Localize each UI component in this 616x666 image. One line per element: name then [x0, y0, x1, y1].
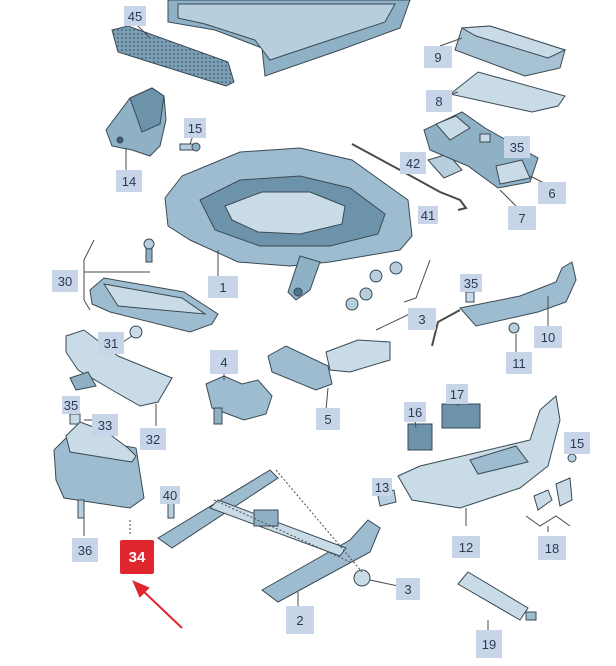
callout-32[interactable]: 32 [140, 428, 166, 450]
callout-3-lower[interactable]: 3 [396, 578, 420, 600]
callout-2[interactable]: 2 [286, 606, 314, 634]
callout-3-upper[interactable]: 3 [408, 308, 436, 330]
callout-8[interactable]: 8 [426, 90, 452, 112]
part-12-side-panel[interactable] [397, 395, 561, 509]
callout-17[interactable]: 17 [446, 384, 468, 404]
callout-45[interactable]: 45 [124, 6, 146, 26]
part-31-nut[interactable] [129, 325, 143, 339]
callout-12[interactable]: 12 [452, 536, 480, 558]
callout-4[interactable]: 4 [210, 350, 238, 374]
callout-31[interactable]: 31 [98, 332, 124, 354]
part-35-clip[interactable] [69, 133, 491, 425]
callout-35[interactable]: 35 [504, 136, 530, 158]
callout-30[interactable]: 30 [52, 270, 78, 292]
part-2-seat-rails[interactable] [157, 469, 381, 603]
callout-36[interactable]: 36 [72, 538, 98, 562]
part-45-seat-cushion[interactable] [111, 0, 411, 87]
callout-16[interactable]: 16 [404, 402, 426, 422]
part-32-trim[interactable] [65, 329, 173, 407]
part-30-plate[interactable] [89, 238, 219, 333]
part-4-motor[interactable] [205, 375, 273, 425]
part-18-knobs[interactable] [533, 477, 573, 511]
callout-10[interactable]: 10 [534, 326, 562, 348]
part-15-screw[interactable] [179, 142, 201, 152]
part-15-screw-right[interactable] [567, 453, 577, 463]
part-36-lower-cover[interactable] [53, 421, 145, 519]
callout-40[interactable]: 40 [160, 486, 180, 504]
callout-41[interactable]: 41 [418, 206, 438, 224]
part-17-switch[interactable] [441, 403, 481, 429]
callout-14[interactable]: 14 [116, 170, 142, 192]
callout-35b[interactable]: 35 [460, 274, 482, 292]
part-11-screw[interactable] [508, 322, 520, 334]
part-16-switch[interactable] [407, 423, 433, 451]
part-42-actuator[interactable] [427, 153, 463, 179]
callout-13[interactable]: 13 [372, 478, 392, 496]
part-8-pad[interactable] [448, 71, 566, 113]
highlight-arrow [132, 580, 183, 629]
callout-19[interactable]: 19 [476, 630, 502, 658]
callout-1[interactable]: 1 [208, 276, 238, 298]
callout-35c[interactable]: 35 [62, 396, 80, 414]
part-5-motor[interactable] [267, 339, 391, 391]
part-14-side-trim[interactable] [105, 87, 167, 157]
part-1-seat-frame[interactable] [164, 147, 413, 301]
callout-11[interactable]: 11 [506, 352, 532, 374]
part-3-fasteners[interactable] [345, 261, 403, 311]
callout-15[interactable]: 15 [184, 118, 206, 138]
callout-42[interactable]: 42 [400, 152, 426, 174]
part-10-bracket[interactable] [431, 261, 577, 347]
callout-6[interactable]: 6 [538, 182, 566, 204]
part-9-pad[interactable] [454, 25, 567, 77]
part-19-grease-tube[interactable] [457, 571, 537, 621]
callout-15b[interactable]: 15 [564, 432, 590, 454]
cable-rod [351, 143, 468, 211]
part-6-bracket[interactable] [423, 111, 539, 189]
callout-7[interactable]: 7 [508, 206, 536, 230]
callout-33[interactable]: 33 [92, 414, 118, 436]
callout-9[interactable]: 9 [424, 46, 452, 68]
callout-18[interactable]: 18 [538, 536, 566, 560]
callout-34-highlighted[interactable]: 34 [120, 540, 154, 574]
callout-5[interactable]: 5 [316, 408, 340, 430]
